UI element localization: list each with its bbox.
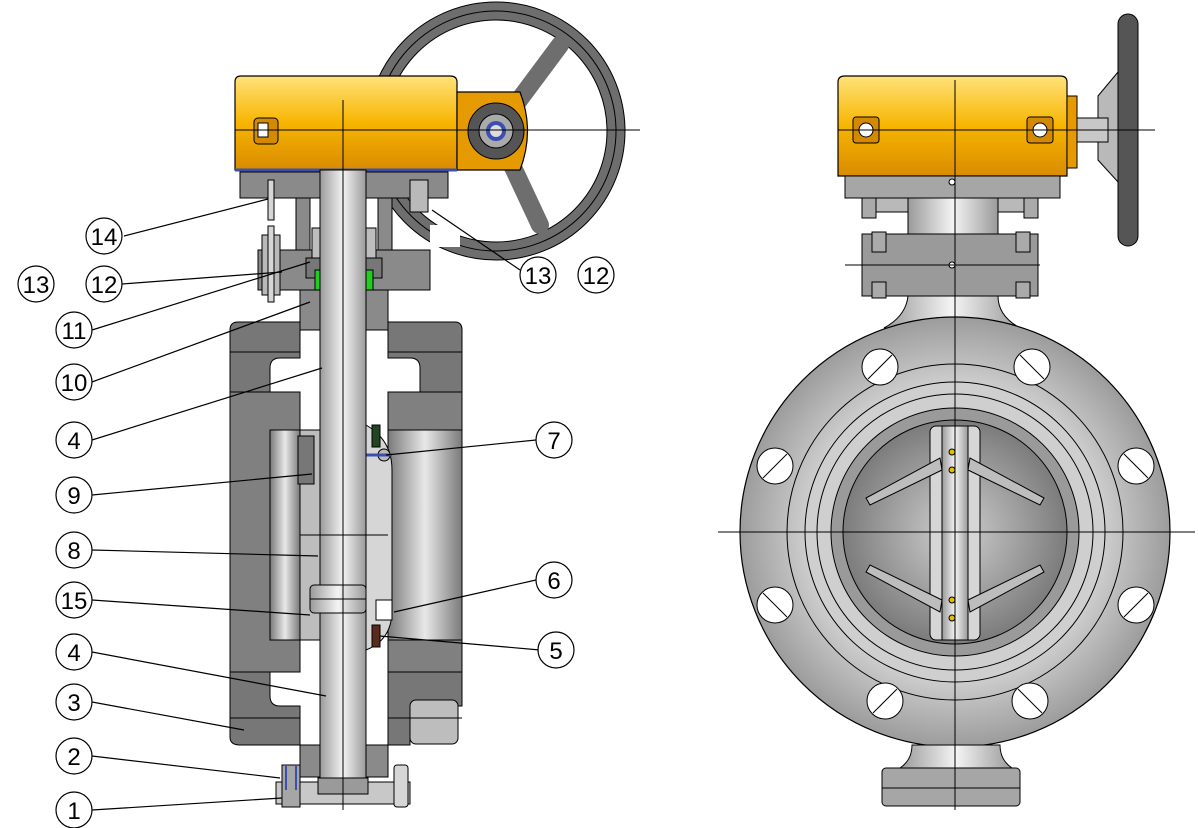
callout-8: 8 (67, 538, 80, 565)
callouts (17, 198, 615, 828)
neck-front (861, 197, 1039, 329)
callout-13-right: 13 (525, 263, 552, 290)
callout-1: 1 (67, 798, 80, 825)
callout-6: 6 (547, 568, 560, 595)
bottom-boss-front (881, 744, 1021, 807)
gear-housing (234, 75, 529, 172)
callout-14: 14 (91, 224, 118, 251)
section-view (229, 1, 640, 810)
callout-7: 7 (547, 428, 560, 455)
centerlines-right (718, 80, 1195, 810)
callout-3: 3 (67, 690, 80, 717)
callout-4-upper: 4 (67, 428, 80, 455)
callout-5: 5 (549, 638, 562, 665)
callout-labels: 14 13 12 11 10 4 9 8 15 4 3 2 1 13 12 7 … (23, 224, 610, 825)
callout-11: 11 (62, 318, 87, 345)
callout-9: 9 (67, 483, 80, 510)
callout-4-lower: 4 (67, 640, 80, 667)
front-view (718, 13, 1195, 810)
gear-housing-front (837, 75, 1078, 199)
callout-2: 2 (67, 744, 80, 771)
callout-13-left: 13 (23, 272, 50, 299)
centerlines-left (230, 100, 640, 810)
callout-12-right: 12 (583, 263, 610, 290)
callout-10: 10 (61, 370, 88, 397)
callout-12-left: 12 (91, 272, 118, 299)
callout-15: 15 (61, 588, 88, 615)
